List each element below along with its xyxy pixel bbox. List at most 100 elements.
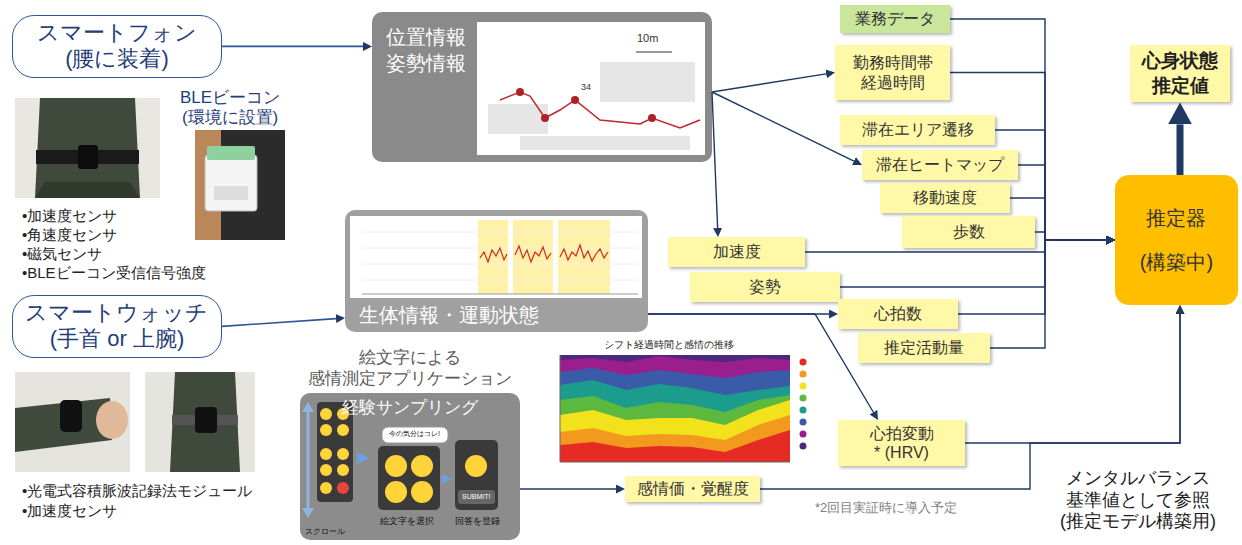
heart-rate-chart [480, 248, 507, 262]
app-screens [337, 482, 349, 494]
sensor-item: •角速度センサ [22, 226, 117, 244]
arm-photo [170, 372, 240, 472]
label-patch [634, 31, 662, 47]
emotion-chart [800, 431, 807, 438]
sticky-note: 加速度 [668, 237, 805, 267]
beacon-photo [214, 186, 248, 200]
node-label: 加速度 [713, 242, 761, 261]
connector [958, 240, 1106, 314]
label-patch [634, 31, 662, 47]
emotion-chart [800, 419, 807, 426]
heart-rate-chart [478, 220, 508, 294]
button-text: SUBMIT! [462, 493, 490, 501]
emotion-chart [800, 371, 807, 378]
waist-photo [15, 98, 160, 198]
wrist-photo [60, 400, 82, 432]
node-label: 絵文字による 感情測定アプリケーション [308, 347, 512, 390]
location-map [516, 88, 524, 96]
app-screens [302, 508, 314, 518]
annotation: メンタルバランス 基準値として参照 (推定モデル構築用) [1060, 468, 1216, 533]
location-map [600, 62, 695, 102]
emotion-chart [560, 368, 790, 462]
node-subtitle: 経験サンプリング [342, 398, 478, 418]
connector [520, 488, 616, 489]
panel-ground [300, 393, 520, 540]
sensor-item: •BLEビーコン受信信号強度 [22, 264, 206, 282]
marker-number: 34 [581, 82, 591, 93]
beacon-photo [195, 130, 285, 240]
sensor-item: •磁気センサ [22, 245, 102, 263]
connector [712, 92, 718, 228]
app-screens [357, 452, 370, 464]
app-screens [385, 455, 407, 477]
heart-rate-chart [558, 220, 610, 294]
heart-rate-chart [350, 216, 642, 298]
heart-rate-chart [513, 220, 553, 294]
waist-photo [78, 145, 98, 169]
device-box: スマートフォン (腰に装着) [12, 15, 222, 78]
node-label: 勤務時間帯 経過時間 [853, 53, 933, 91]
node-label: 生体情報・運動状態 [359, 303, 539, 327]
app-screens [382, 427, 448, 443]
location-map [571, 96, 579, 104]
heart-rate-chart [362, 264, 638, 265]
node-label: 歩数 [953, 222, 985, 241]
node-label: 推定器 (構築中) [1140, 196, 1213, 284]
node-label: スマートフォン (腰に装着) [25, 20, 210, 73]
app-screens [307, 410, 310, 510]
arm-photo [145, 372, 255, 472]
emotion-chart [560, 395, 790, 462]
app-screens [337, 448, 349, 460]
footnote: *2回目実証時に導入予定 [815, 500, 957, 516]
heart-rate-chart [515, 246, 551, 262]
arm-photo [195, 407, 217, 433]
info-panel: 生体情報・運動状態 [345, 210, 648, 332]
emotion-chart [800, 359, 807, 366]
device-box: スマートウォッチ (手首 or 上腕) [12, 295, 222, 358]
emotion-chart [540, 336, 815, 472]
location-map [636, 51, 672, 52]
node-label: 業務データ [855, 9, 935, 28]
location-map [477, 22, 705, 155]
sticky-note: 勤務時間帯 経過時間 [835, 45, 950, 100]
estimator-box: 推定器 (構築中) [1115, 175, 1238, 305]
app-screens [455, 440, 498, 510]
app-screens [302, 402, 314, 412]
emotion-chart [560, 415, 790, 462]
location-map [477, 22, 705, 155]
emotion-chart [560, 462, 790, 463]
node-label: スマートウォッチ (手首 or 上腕) [25, 300, 210, 353]
waist-photo [15, 98, 160, 198]
connector [712, 74, 826, 92]
emotion-chart [540, 336, 815, 472]
location-map [520, 136, 690, 150]
app-screens [337, 424, 349, 436]
chart-title: シフト経過時間と感情の推移 [604, 339, 734, 351]
node-label: 推定活動量 [884, 338, 964, 357]
sticky-note: 滞在ヒートマップ [862, 150, 1018, 180]
step-caption: 絵文字を選択 [380, 516, 434, 527]
app-screens [465, 455, 487, 477]
app-screens [411, 481, 433, 503]
app-screens [320, 448, 332, 460]
sticky-note: 心拍数 [838, 299, 958, 329]
device-caption: BLEビーコン (環境に設置) [180, 88, 280, 129]
node-label: 位置情報 姿勢情報 [386, 24, 466, 76]
app-screens [378, 446, 440, 510]
sensor-item: •加速度センサ [22, 502, 117, 520]
info-panel: 位置情報 姿勢情報 [372, 12, 712, 162]
sticky-note: 歩数 [902, 216, 1035, 248]
node-label: 滞在エリア遷移 [862, 120, 974, 139]
waist-photo [35, 98, 140, 198]
node-label: 心拍数 [874, 304, 922, 323]
app-screens [320, 424, 332, 436]
connector [712, 92, 854, 161]
app-screens [385, 481, 407, 503]
connector [965, 314, 1180, 443]
node-label: 心拍変動* (HRV) [870, 424, 934, 462]
sticky-note: 姿勢 [690, 272, 840, 302]
app-screens [442, 474, 452, 484]
connector [990, 240, 1106, 348]
app-screens [320, 408, 332, 420]
